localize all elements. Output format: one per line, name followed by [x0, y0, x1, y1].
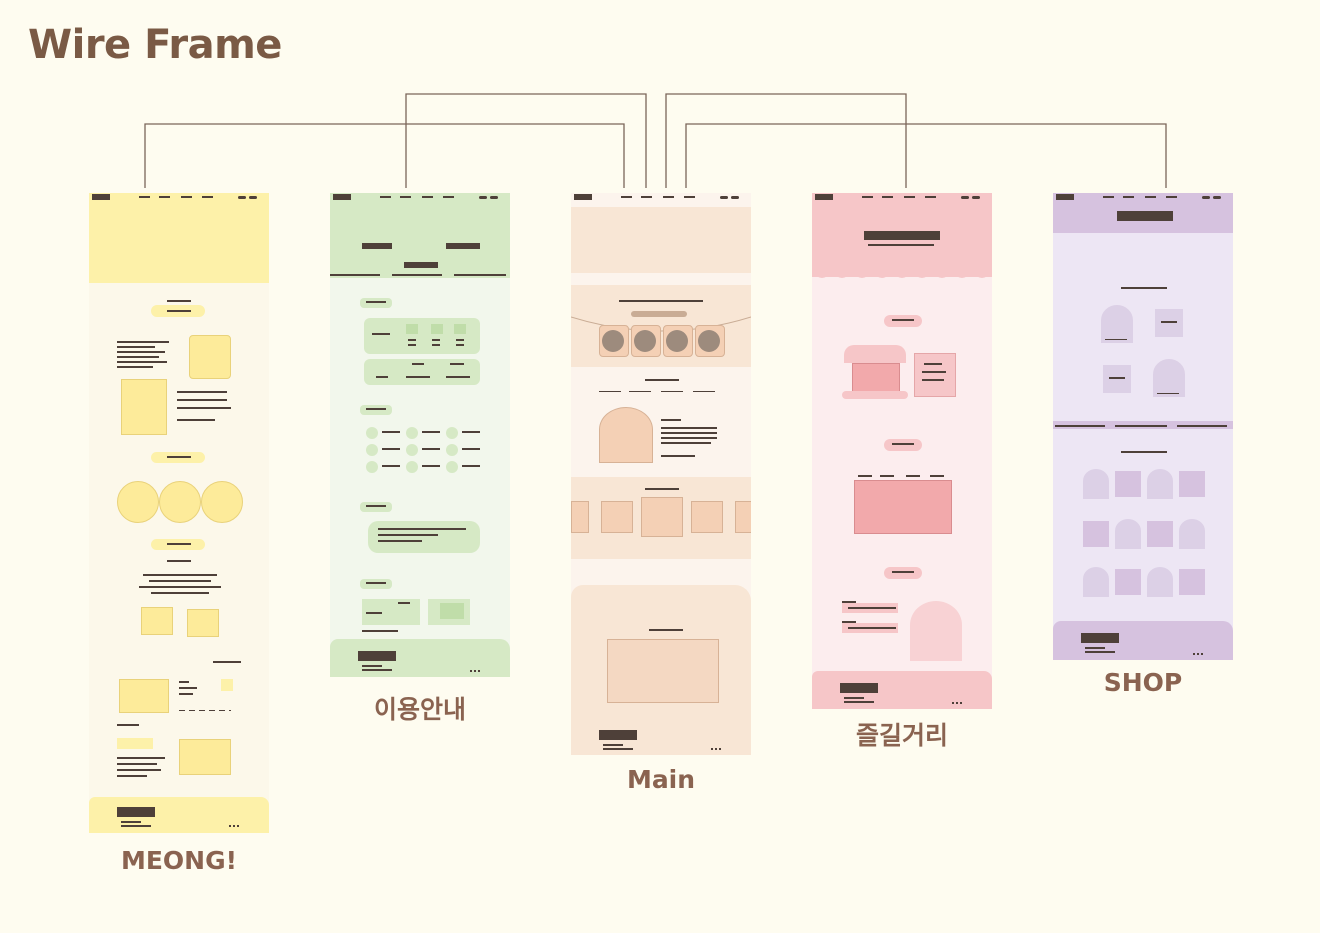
hero-block [89, 193, 269, 283]
connector-main-shop [685, 123, 1167, 188]
wireframe-main[interactable] [571, 193, 751, 755]
label-shop: SHOP [1103, 668, 1183, 697]
label-guide: 이용안내 [373, 695, 466, 724]
label-fun: 즐길거리 [855, 721, 948, 750]
hero-block [571, 207, 751, 273]
logo-block [92, 194, 110, 200]
wireframe-meong[interactable] [89, 193, 269, 833]
label-main: Main [626, 765, 696, 794]
page-title: Wire Frame [28, 22, 282, 68]
logo-block [1056, 194, 1074, 200]
wireframe-guide[interactable] [330, 193, 510, 677]
wireframe-shop[interactable] [1053, 193, 1233, 660]
nav-bar [812, 193, 992, 201]
footer-block [89, 797, 269, 833]
footer-block [1053, 621, 1233, 660]
footer-block [812, 671, 992, 709]
connector-main-meong [144, 123, 625, 188]
nav-bar [571, 193, 751, 201]
nav-bar [330, 193, 510, 201]
footer-block [571, 719, 751, 755]
connector-main-guide [405, 93, 647, 188]
footer-block [330, 639, 510, 677]
wireframe-fun[interactable] [812, 193, 992, 709]
logo-block [333, 194, 351, 200]
nav-bar [1053, 193, 1233, 201]
logo-block [574, 194, 592, 200]
logo-block [815, 194, 833, 200]
nav-bar [89, 193, 269, 201]
connector-main-fun [665, 93, 907, 188]
label-meong: MEONG! [120, 846, 238, 875]
